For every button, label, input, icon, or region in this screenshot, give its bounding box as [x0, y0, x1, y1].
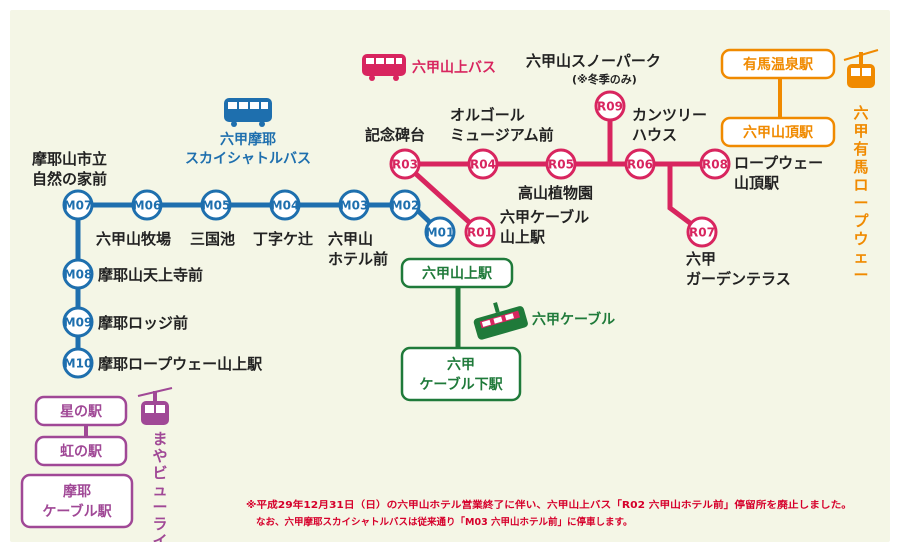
stop-code: R07	[689, 226, 715, 240]
stop-name-M09: 摩耶ロッジ前	[98, 314, 188, 332]
stop-code: R01	[467, 226, 493, 240]
station-arima-onsen[interactable]: 有馬温泉駅	[720, 48, 836, 80]
stop-M04[interactable]: M04	[269, 189, 301, 221]
maya-viewline-gondola-icon	[137, 387, 173, 425]
stop-name-R04: オルゴールミュージアム前	[450, 106, 554, 144]
stop-code: M09	[64, 316, 93, 330]
station-maya-cable[interactable]: 摩耶ケーブル駅	[20, 473, 134, 529]
stop-name-R05: 高山植物園	[518, 184, 593, 202]
station-cable-bottom-label: 六甲ケーブル下駅	[419, 356, 503, 393]
stop-M09[interactable]: M09	[62, 306, 94, 338]
stop-R01[interactable]: R01	[464, 216, 496, 248]
stop-name-R01: 六甲ケーブル山上駅	[500, 208, 589, 246]
stop-code: R05	[548, 158, 574, 172]
stop-code: M06	[133, 199, 162, 213]
station-cable-bottom[interactable]: 六甲ケーブル下駅	[400, 346, 522, 402]
stop-M06[interactable]: M06	[131, 189, 163, 221]
maya-shuttle-legend-label: 六甲摩耶スカイシャトルバス	[185, 131, 311, 167]
station-niji[interactable]: 虹の駅	[34, 435, 128, 467]
stop-name-M06: 六甲山牧場	[96, 230, 171, 248]
route-map-svg: M07 M06 M05 M04 M03 M02 M01 M08 M09 M10 …	[20, 48, 879, 542]
mountain-bus-bus-icon	[362, 54, 406, 81]
stop-R08[interactable]: R08	[699, 148, 731, 180]
stop-M07[interactable]: M07	[62, 189, 94, 221]
station-maya-cable-label: 摩耶ケーブル駅	[42, 483, 112, 520]
maya-viewline-legend-label: まやビューライン	[152, 430, 167, 542]
stop-R07[interactable]: R07	[686, 216, 718, 248]
snowpark-note: (※冬季のみ)	[572, 72, 637, 86]
stop-code: M07	[64, 199, 93, 213]
closure-note-line1: ※平成29年12月31日（日）の六甲山ホテル営業終了に伴い、六甲山上バス「R02…	[246, 499, 852, 511]
station-arima-onsen-label: 有馬温泉駅	[743, 56, 814, 73]
stop-name-M03: 六甲山ホテル前	[328, 230, 388, 268]
stop-name-R08: ロープウェー山頂駅	[734, 154, 823, 192]
stop-M03[interactable]: M03	[338, 189, 370, 221]
maya-shuttle-bus-icon	[224, 98, 272, 127]
stop-name-R09: 六甲山スノーパーク	[526, 52, 661, 70]
stop-code: M01	[426, 226, 455, 240]
stop-name-R06: カンツリーハウス	[632, 106, 707, 144]
stop-code: R08	[702, 158, 728, 172]
route-map: M07 M06 M05 M04 M03 M02 M01 M08 M09 M10 …	[10, 10, 890, 542]
station-arima-summit[interactable]: 六甲山頂駅	[720, 116, 836, 148]
stop-code: R09	[597, 100, 623, 114]
stop-code: M03	[340, 199, 369, 213]
stop-name-M10: 摩耶ロープウェー山上駅	[98, 355, 263, 373]
station-niji-label: 虹の駅	[60, 444, 103, 460]
stop-R05[interactable]: R05	[545, 148, 577, 180]
arima-ropeway-gondola-icon	[843, 49, 879, 88]
arima-ropeway-legend-label: 六甲有馬ロープウェー	[853, 104, 869, 284]
stop-name-R03: 記念碑台	[365, 126, 425, 144]
stop-R09[interactable]: R09	[594, 90, 626, 122]
stop-M01[interactable]: M01	[424, 216, 456, 248]
stop-M10[interactable]: M10	[62, 347, 94, 379]
stop-name-M04: 丁字ケ辻	[253, 230, 313, 248]
stop-R04[interactable]: R04	[467, 148, 499, 180]
stop-M05[interactable]: M05	[200, 189, 232, 221]
stop-R06[interactable]: R06	[624, 148, 656, 180]
cable-legend-label: 六甲ケーブル	[532, 311, 615, 328]
stop-name-R07: 六甲ガーデンテラス	[686, 250, 791, 288]
stop-code: M04	[271, 199, 300, 213]
cable-car-icon	[473, 302, 528, 340]
stop-M02[interactable]: M02	[389, 189, 421, 221]
stop-code: R06	[627, 158, 653, 172]
stop-name-M05: 三国池	[190, 230, 235, 248]
station-cable-top-label: 六甲山上駅	[422, 265, 493, 282]
station-hoshi[interactable]: 星の駅	[34, 395, 128, 427]
station-hoshi-label: 星の駅	[60, 404, 103, 420]
stop-code: M10	[64, 357, 93, 371]
closure-note-line2: なお、六甲摩耶スカイシャトルバスは従来通り「M03 六甲山ホテル前」に停車します…	[256, 516, 633, 528]
stop-code: M08	[64, 268, 93, 282]
stop-R03[interactable]: R03	[389, 148, 421, 180]
station-cable-top[interactable]: 六甲山上駅	[400, 257, 514, 289]
stop-M08[interactable]: M08	[62, 258, 94, 290]
stop-name-M08: 摩耶山天上寺前	[98, 266, 203, 284]
mountain-bus-legend-label: 六甲山上バス	[412, 59, 496, 76]
stop-code: M02	[391, 199, 420, 213]
stop-code: R03	[392, 158, 418, 172]
station-arima-summit-label: 六甲山頂駅	[743, 124, 814, 141]
stop-name-M07: 摩耶山市立自然の家前	[32, 150, 107, 188]
stop-code: M05	[202, 199, 231, 213]
stop-code: R04	[470, 158, 496, 172]
